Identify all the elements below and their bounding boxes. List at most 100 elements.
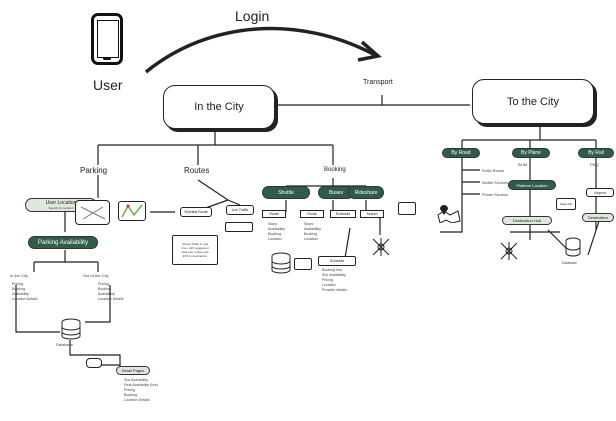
- network-icon: [372, 238, 390, 256]
- shuttle-route-node[interactable]: Route: [262, 210, 286, 218]
- by-plane-node[interactable]: By Plane: [512, 148, 550, 158]
- route-path-icon: [80, 206, 105, 219]
- in-city-item: Availability: [12, 292, 29, 296]
- schedule-item: Slot availability: [322, 273, 346, 277]
- platform-location-label: Platform Location: [516, 182, 548, 188]
- user-label: User: [93, 77, 123, 93]
- search-node[interactable]: Search: [360, 210, 384, 218]
- routes-label: Routes: [184, 166, 210, 175]
- platform-location-node[interactable]: Platform Location: [508, 180, 556, 190]
- gate-hint-card: Gate info: [556, 198, 576, 210]
- shuttle-route-label: Route: [269, 212, 279, 216]
- detail-item: Booking: [124, 393, 137, 397]
- to-the-city-box[interactable]: To the City: [472, 79, 594, 124]
- transport-label: Transport: [363, 79, 393, 86]
- by-rail-label: By Rail: [588, 150, 604, 156]
- buses-item: Location: [304, 237, 318, 241]
- plane-network-icon: [500, 242, 518, 260]
- by-plane-label: By Plane: [520, 150, 541, 156]
- in-city-item: Pricing: [12, 282, 23, 286]
- speech-bubble-icon: [86, 358, 102, 368]
- buses-route-node[interactable]: Route: [300, 210, 324, 218]
- schedule-list: Booking Info Slot availability Pricing L…: [322, 268, 347, 293]
- gate-hint-label: Gate info: [559, 202, 573, 206]
- buses-item: Availability: [304, 227, 321, 231]
- rideshare-node[interactable]: Rideshare: [348, 186, 384, 199]
- route-node-label: Shortest Route: [184, 210, 208, 214]
- database-label: Database: [56, 342, 74, 347]
- shuttle-node[interactable]: Shuttle: [262, 186, 310, 199]
- buses-item: Stops: [304, 222, 314, 226]
- map-route-icon: [121, 204, 143, 218]
- destination-hub-label: Destination Hub: [512, 218, 542, 223]
- rail-branches: [587, 158, 601, 256]
- out-city-item: Location Details: [98, 297, 124, 301]
- in-the-city-box[interactable]: In the City: [163, 85, 275, 129]
- schedule-detail-card: Schedule: [318, 256, 356, 266]
- destination-hub-node[interactable]: Destination Hub: [502, 216, 552, 225]
- parking-db-links: [15, 285, 111, 333]
- booking-database-icon: [271, 252, 291, 274]
- route-node[interactable]: Shortest Route: [180, 207, 212, 217]
- route-info-line: alternate routes and: [181, 250, 209, 254]
- detail-item: Real Availability (live): [124, 383, 158, 387]
- transport-link-left: [276, 95, 383, 106]
- parking-map-icon: [118, 201, 146, 221]
- airport-node[interactable]: Airport: [586, 188, 614, 197]
- in-city-item: Booking: [12, 287, 25, 291]
- route-card-small: [225, 222, 253, 232]
- road-item: Public Routes: [482, 169, 505, 173]
- detail-item: Pricing: [124, 388, 135, 392]
- login-arrow: [144, 26, 376, 74]
- detail-list: Slot Availability Real Availability (liv…: [124, 378, 158, 403]
- destination-node[interactable]: Destination: [582, 213, 614, 222]
- booking-card-icon: [294, 258, 312, 270]
- route-info-card: Shows traffic in real time, with suggest…: [172, 235, 218, 265]
- parking-availability-node[interactable]: Parking Availability: [28, 236, 98, 249]
- login-arrowhead: [357, 40, 382, 62]
- road-branches: [440, 158, 480, 233]
- booking-label: Booking: [324, 167, 346, 173]
- buses-node[interactable]: Buses: [318, 186, 354, 199]
- road-item: Private Services: [482, 193, 508, 197]
- out-city-item: Availability: [98, 292, 115, 296]
- schedule-item: Booking Info: [322, 268, 342, 272]
- out-city-item: Booking: [98, 287, 111, 291]
- airport-label: Airport: [594, 190, 606, 195]
- detail-item: Slot Availability: [124, 378, 148, 382]
- buses-label: Buses: [329, 189, 343, 196]
- database-icon: [61, 318, 81, 340]
- buses-route-label: Route: [307, 212, 317, 216]
- out-city-item: Pricing: [98, 282, 109, 286]
- route-info-line: Shows traffic in real: [181, 242, 209, 246]
- buses-item: Booking: [304, 232, 317, 236]
- by-road-node[interactable]: By Road: [442, 148, 480, 158]
- rail-code: PNQ: [590, 162, 599, 167]
- out-city-list: Pricing Booking Availability Location De…: [98, 282, 124, 302]
- routes-branches: [150, 179, 241, 213]
- shuttle-item: Booking: [268, 232, 281, 236]
- search-label: Search: [366, 212, 378, 216]
- phone-icon: [91, 13, 123, 65]
- location-map-icon: [437, 205, 461, 223]
- schedule-node[interactable]: Schedule: [330, 210, 356, 218]
- phone-button: [103, 57, 111, 60]
- in-city-list: Pricing Booking Availability Location De…: [12, 282, 38, 302]
- plane-code: BOM: [518, 162, 528, 167]
- shuttle-list: Stops Availability Booking Location: [268, 222, 285, 242]
- by-rail-node[interactable]: By Rail: [578, 148, 614, 158]
- detail-pages-node[interactable]: Detail Pages: [116, 366, 150, 375]
- schedule-item: Pricing: [322, 278, 333, 282]
- parking-label: Parking: [80, 166, 108, 175]
- user-location-label: User Location: [45, 200, 77, 206]
- parking-availability-label: Parking Availability: [38, 239, 88, 246]
- booking-sub-branches: [285, 200, 381, 235]
- in-the-city-label: In the City: [194, 101, 244, 113]
- shuttle-item: Location: [268, 237, 282, 241]
- buses-list: Stops Availability Booking Location: [304, 222, 321, 242]
- in-city-branches: [97, 130, 334, 165]
- map-node: [75, 200, 110, 225]
- schedule-label: Schedule: [335, 212, 351, 216]
- route-node-2[interactable]: Live Traffic: [226, 205, 254, 215]
